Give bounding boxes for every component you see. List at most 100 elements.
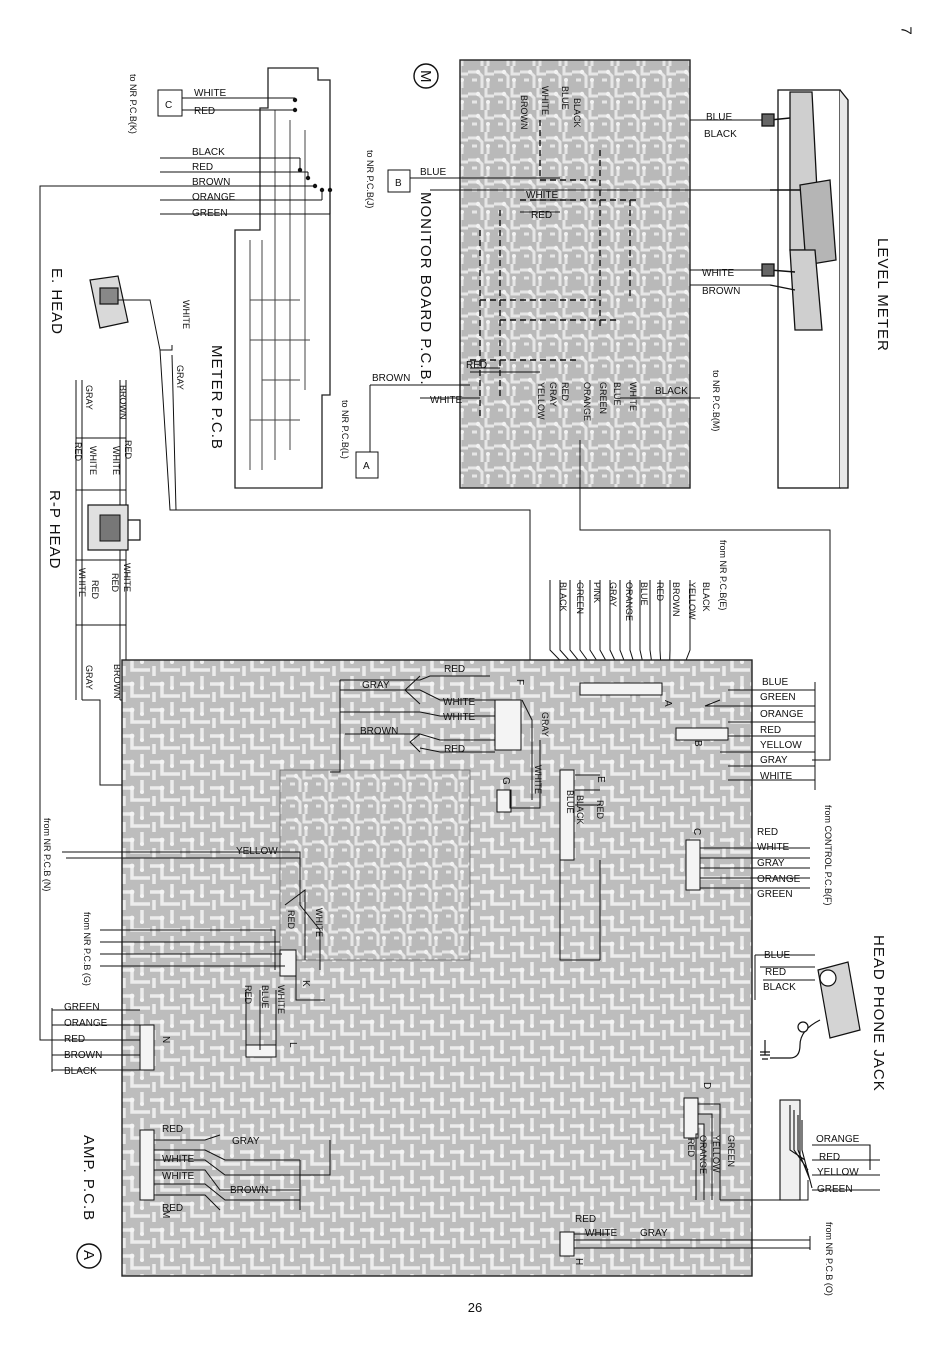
meter-pcb [234,67,333,489]
monitor-a-wire-label: WHITE [430,395,463,406]
amp-f-wire-label: BROWN [360,726,398,737]
to-nr-j-reference: to NR P.C.B(J) [365,150,375,208]
monitor-bottom-wire-label: WHITE [628,382,638,411]
amp-n-wire-label: ORANGE [64,1018,108,1029]
amp-d-side-wire-labels: ORANGE RED YELLOW GREEN [816,1134,860,1195]
amp-l-wire-labels: RED BLUE WHITE [243,985,286,1014]
to-nr-k-reference: to NR P.C.B(K) [128,74,138,134]
rp-bottom-wire-label: RED [90,580,100,600]
amp-b-wire-label: YELLOW [760,740,802,751]
amp-h-wire-label: GRAY [640,1228,668,1239]
rp-top-wire-label: WHITE [88,446,98,475]
from-nr-e-reference: from NR P.C.B(E) [718,540,728,610]
amp-b-wire-label: GREEN [760,692,796,703]
monitor-bottom-wire-label: ORANGE [582,382,592,421]
level-bottom-wire-label: BROWN [702,286,740,297]
amp-n-wire-label: BLACK [64,1066,97,1077]
to-nr-l-reference: to NR P.C.B(L) [340,400,350,459]
ehead-wire-label: GRAY [175,365,185,390]
amp-f-wire-label: GRAY [362,680,390,691]
monitor-red2-label: RED [466,360,487,371]
level-top-wire-label: BLACK [704,129,737,140]
amp-m-wire-label: RED [162,1124,183,1135]
amp-connector-letter: D [701,1082,712,1089]
amp-pcb-ic-area [279,769,471,961]
amp-e-wire-label: RED [595,800,605,820]
amp-d-wire-label: ORANGE [698,1135,708,1174]
amp-connector-letter: L [287,1042,298,1048]
meter-group-wire-label: GREEN [192,208,228,219]
amp-n-wire-label: RED [64,1034,85,1045]
from-nr-n-reference: from NR P.C.B (N) [42,818,52,891]
monitor-b-wire-label: BLUE [420,167,446,178]
monitor-pcb-title: MONITOR BOARD P.C.B. [417,192,434,386]
nr-e-wire-label: PINK [592,582,602,603]
meter-group-wire-label: ORANGE [192,192,236,203]
amp-pcb-board [121,659,753,1277]
amp-k-wire-label: RED [286,910,296,930]
monitor-b-connector [387,169,411,193]
meter-group-wire-label: BROWN [192,177,230,188]
meter-c-wire-label: WHITE [194,88,227,99]
monitor-circle-letter: M [417,70,434,84]
amp-circle-letter: A [80,1250,97,1261]
amp-e-white-label: WHITE [533,765,543,794]
nr-e-wire-label: RED [655,582,665,602]
amp-m-wire-label: BROWN [230,1185,268,1196]
amp-m-wire-label: WHITE [162,1154,195,1165]
amp-d-side-wire-label: ORANGE [816,1134,860,1145]
amp-d-wire-label: GREEN [726,1135,736,1167]
amp-c-wire-label: RED [757,827,778,838]
level-top-wire-label: BLUE [706,112,732,123]
meter-group-wire-label: RED [192,162,213,173]
monitor-top-wire-label: WHITE [540,86,550,115]
nr-e-wire-label: GRAY [608,582,618,607]
monitor-bottom-wire-label: GRAY [548,382,558,407]
monitor-bottom-wire-label: RED [560,382,570,402]
from-nr-g-reference: from NR P.C.B (G) [82,912,92,986]
amp-pcb-title: AMP. P.C.B [80,1135,97,1221]
meter-group-wire-label: BLACK [192,147,225,158]
nr-e-wire-labels: BLACK YELLOW BROWN RED BLUE ORANGE GRAY … [558,582,711,621]
headphone-title: HEAD PHONE JACK [870,935,887,1092]
amp-b-wire-label: ORANGE [760,709,804,720]
amp-c-wire-label: WHITE [757,842,790,853]
rp-top-wire-label: BROWN [118,385,128,420]
monitor-pcb-board [459,59,691,489]
monitor-bottom-wire-label: BLUE [612,382,622,406]
meter-pcb-title: METER P.C.B [208,345,225,450]
from-nr-o-reference: from NR P.C.B (O) [824,1222,834,1296]
meter-c-connector-label: C [165,100,172,111]
e-head-title: E. HEAD [48,268,65,335]
headphone-wire-label: RED [765,967,786,978]
amp-k-yellow-label: YELLOW [236,846,278,857]
nr-e-wire-label: BLACK [701,582,711,612]
amp-b-wire-label: GRAY [760,755,788,766]
headphone-wire-label: BLACK [763,982,796,993]
monitor-white-label: WHITE [526,190,559,201]
amp-f-wire-label: RED [444,664,465,675]
amp-c-wire-labels: RED WHITE GRAY ORANGE GREEN [757,827,801,900]
nr-e-wire-label: GREEN [575,582,585,614]
nr-e-wire-label: BROWN [671,582,681,617]
rp-long-wire-label: BROWN [112,664,122,699]
amp-e-wire-labels: RED BLACK BLUE [565,790,605,825]
amp-d-wire-label: YELLOW [711,1135,721,1173]
ehead-wire-label: WHITE [181,300,191,329]
rp-top-wire-label: RED [123,440,133,460]
amp-n-wire-labels: GREEN ORANGE RED BROWN BLACK [64,1002,108,1077]
amp-b-wire-label: BLUE [762,677,788,688]
to-nr-m-reference: to NR P.C.B(M) [711,370,721,431]
headphone-jack-component [760,961,861,1060]
amp-f-wire-label: RED [444,744,465,755]
amp-connector-letter: M [160,1210,171,1218]
amp-m-wire-label: WHITE [162,1171,195,1182]
amp-connector-letter: B [692,740,703,747]
nr-e-bundle [549,580,691,687]
amp-d-side-wire-label: RED [819,1152,840,1163]
monitor-bottom-wire-labels: YELLOW GRAY RED ORANGE GREEN BLUE WHITE [536,382,638,421]
amp-connector-letters: F E G A B C K L N M D H [160,679,712,1265]
rp-bottom-wire-label: WHITE [122,563,132,592]
amp-connector-letter: N [160,1036,171,1043]
